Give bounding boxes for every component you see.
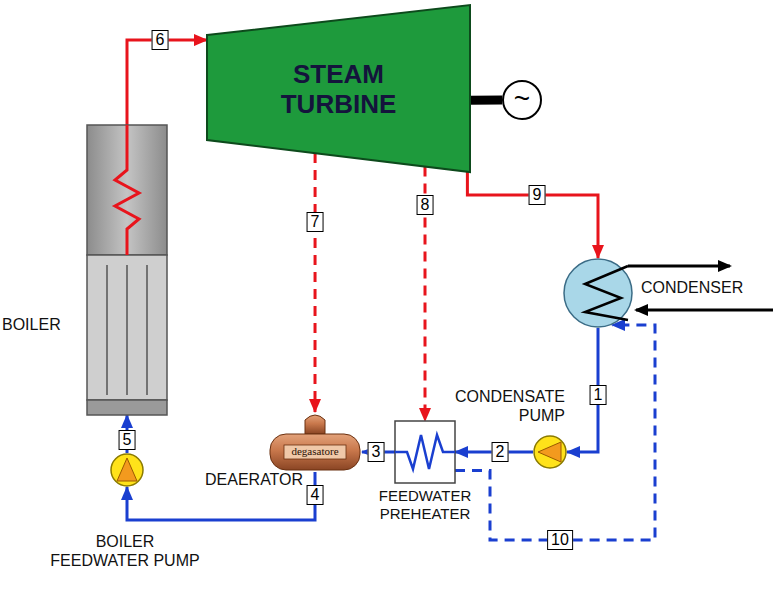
process-pipe [467,172,598,258]
equipment-label: CONDENSER [641,278,743,297]
callout-number: 7 [307,212,324,232]
bleed-line [314,153,317,412]
callout-number: 5 [119,430,136,450]
equipment-label: DEAERATOR [205,470,303,489]
feedwater-preheater: FEEDWATER PREHEATER [395,421,455,483]
callout-number: 8 [417,195,434,215]
callout-number: 10 [547,530,573,550]
cooling-water-out [628,265,730,268]
condensate-pump-shape [533,435,567,469]
equipment-title: STEAM TURBINE [207,59,470,119]
generator-symbol: ~ [502,80,542,120]
steam-turbine: STEAM TURBINE [207,5,470,172]
nameplate-text: degasatore [268,445,362,458]
callout-number: 2 [492,442,509,462]
boiler: BOILER [87,125,167,415]
process-pipe [127,40,207,125]
boiler-feedwater-pump-shape [110,453,144,487]
bleed-line [455,325,655,540]
deaerator: degasatoreDEAERATOR [268,412,362,472]
cooling-water-in [636,309,773,312]
turbine-shaft [470,96,502,105]
callout-number: 1 [590,385,607,405]
condensate-pump: CONDENSATE PUMP [533,435,567,469]
boiler-shape [87,125,167,415]
callout-number: 4 [307,485,324,505]
boiler-feedwater-pump: BOILER FEEDWATER PUMP [110,453,144,487]
equipment-label: BOILER [2,315,61,334]
equipment-label: CONDENSATE PUMP [448,387,565,425]
equipment-label: BOILER FEEDWATER PUMP [45,532,205,570]
callout-number: 3 [368,442,385,462]
callout-number: 6 [152,30,169,50]
callout-number: 9 [529,185,546,205]
condenser-shape [563,258,633,328]
deaerator-shape [268,412,362,472]
equipment-label: FEEDWATER PREHEATER [370,487,480,523]
feedwater-preheater-shape [395,421,455,483]
condenser: CONDENSER [563,258,633,328]
generator-sign: ~ [502,84,542,114]
